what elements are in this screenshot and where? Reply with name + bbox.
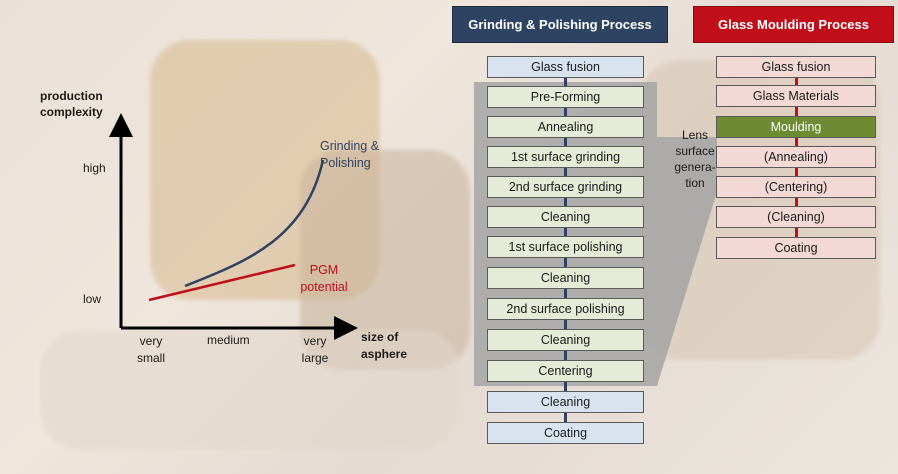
pgm-potential-series-label: PGM potential [298,262,350,296]
callout-line: Lens [681,128,709,142]
series-label-line: potential [300,280,348,294]
grinding-step: 2nd surface grinding [487,176,644,198]
grinding-step: Annealing [487,116,644,138]
x-tick-line: very [303,334,327,348]
grinding-step: Cleaning [487,267,644,289]
series-label-line: PGM [309,263,339,277]
series-label-line: Polishing [320,156,371,170]
grinding-step: Glass fusion [487,56,644,78]
moulding-step: Glass fusion [716,56,876,78]
moulding-step: Moulding [716,116,876,138]
grinding-polishing-curve [184,159,325,288]
y-axis-label-line: production [40,89,103,103]
series-label-line: Grinding & [320,139,380,153]
callout-line: surface [675,144,715,158]
pgm-potential-line [148,263,296,302]
x-tick-line: very [139,334,163,348]
callout-line: tion [685,176,705,190]
grinding-step: Pre-Forming [487,86,644,108]
grinding-polishing-series-label: Grinding & Polishing [320,138,379,172]
y-axis-label-line: complexity [40,105,103,119]
y-axis-label: production complexity [40,88,103,120]
x-axis-label-line: asphere [361,347,408,361]
grinding-step: Cleaning [487,391,644,413]
x-tick-very-large: very large [297,333,333,367]
callout-wedge [657,137,717,386]
moulding-step: (Cleaning) [716,206,876,228]
y-tick-low: low [83,292,102,306]
moulding-step: Glass Materials [716,85,876,107]
grinding-step: Cleaning [487,329,644,351]
background-shape [40,330,460,450]
moulding-step: (Annealing) [716,146,876,168]
moulding-step: (Centering) [716,176,876,198]
grinding-step: 1st surface polishing [487,236,644,258]
grinding-process-header: Grinding & Polishing Process [452,6,668,43]
x-axis-label: size of asphere [361,329,407,363]
x-tick-medium: medium [207,333,250,347]
lens-surface-generation-label: Lens surface genera- tion [667,127,723,191]
callout-line: genera- [674,160,716,174]
x-tick-very-small: very small [133,333,169,367]
y-tick-high: high [83,161,106,175]
grinding-step: 2nd surface polishing [487,298,644,320]
grinding-step: Cleaning [487,206,644,228]
grinding-step: Centering [487,360,644,382]
x-axis-label-line: size of [361,330,399,344]
x-tick-line: small [136,351,165,365]
x-tick-line: large [301,351,329,365]
grinding-step: Coating [487,422,644,444]
moulding-process-header: Glass Moulding Process [693,6,894,43]
moulding-step: Coating [716,237,876,259]
grinding-step: 1st surface grinding [487,146,644,168]
complexity-chart [109,113,358,340]
